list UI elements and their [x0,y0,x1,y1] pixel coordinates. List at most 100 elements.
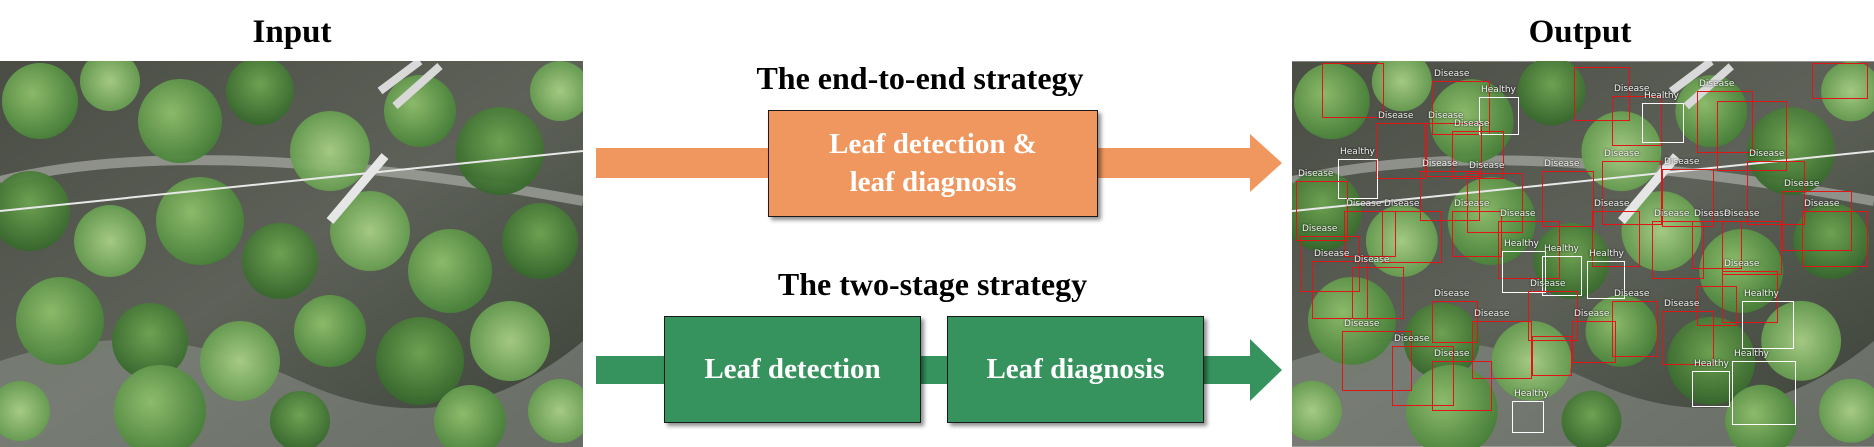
disease-detection-box: Disease [1782,179,1852,251]
detection-label: Disease [1346,199,1382,209]
disease-detection-box: Disease [1662,299,1714,365]
detection-label: Disease [1604,149,1640,159]
disease-detection-box: Disease [1432,349,1492,411]
detection-label: Disease [1384,199,1420,209]
detection-label: Disease [1724,259,1760,269]
two-stage-arrow [596,339,1282,401]
disease-detection-box: Disease [1652,209,1704,279]
detection-label: Disease [1434,69,1470,79]
disease-detection-box: Disease [1722,209,1782,275]
disease-detection-box: Disease [1342,319,1412,391]
disease-detection-box: Disease [1612,84,1662,146]
detection-label: Disease [1594,199,1630,209]
detection-label: Disease [1428,111,1464,121]
detection-label: Disease [1434,349,1470,359]
disease-detection-box: Disease [1392,334,1454,406]
detection-label: Disease [1699,79,1735,89]
disease-detection-box: Disease [1300,224,1360,292]
healthy-detection-box: Healthy [1587,249,1625,299]
healthy-detection-box: Healthy [1502,239,1546,293]
disease-detection-box: Disease [1376,111,1426,179]
box-line-2: leaf diagnosis [849,165,1017,198]
disease-detection-box [1574,67,1630,121]
detection-label: Disease [1394,334,1430,344]
detection-label: Disease [1544,159,1580,169]
disease-detection-box: Disease [1602,149,1662,225]
detection-label: Disease [1454,199,1490,209]
detection-label: Disease [1664,157,1700,167]
disease-detection-box: Disease [1382,199,1442,263]
detection-label: Disease [1654,209,1690,219]
disease-detection-box [1697,286,1737,326]
box-line-1: Leaf detection & [829,127,1037,160]
disease-detection-box: Disease [1498,209,1560,279]
detection-label: Healthy [1514,389,1549,399]
detection-label: Disease [1378,111,1414,121]
detection-label: Healthy [1734,349,1769,359]
disease-detection-box: Disease [1467,161,1523,233]
disease-detection-box: Disease [1432,289,1478,343]
disease-detection-box: Disease [1692,209,1742,269]
detection-label: Disease [1500,209,1536,219]
detection-label: Disease [1469,161,1505,171]
detection-label: Disease [1298,169,1334,179]
disease-detection-box: Disease [1344,199,1396,257]
disease-detection-box: Disease [1420,159,1480,221]
healthy-detection-box: Healthy [1512,389,1549,433]
detection-label: Disease [1804,199,1840,209]
detection-label: Disease [1354,255,1390,265]
detection-label: Disease [1749,149,1785,159]
detection-label: Disease [1454,119,1490,129]
disease-detection-box: Disease [1747,149,1805,225]
disease-detection-box: Disease [1452,119,1504,179]
leaf-detection-box: Leaf detection [664,316,921,423]
detection-label: Disease [1314,249,1350,259]
disease-detection-box: Disease [1722,259,1778,323]
output-title: Output [1528,14,1632,50]
healthy-detection-box: Healthy [1692,359,1730,407]
detection-label: Disease [1474,309,1510,319]
detection-label: Healthy [1744,289,1779,299]
leaf-diagnosis-box: Leaf diagnosis [947,316,1204,423]
detection-label: Disease [1614,289,1650,299]
two-stage-title: The two-stage strategy [777,266,1088,302]
disease-detection-box: Disease [1472,309,1532,379]
disease-detection-box [1532,336,1572,376]
detection-label: Healthy [1544,244,1579,254]
end-to-end-title: The end-to-end strategy [756,60,1084,96]
disease-detection-box [1322,63,1384,118]
detection-label: Healthy [1481,85,1516,95]
detection-label: Disease [1344,319,1380,329]
detection-label: Disease [1530,279,1566,289]
disease-detection-box: Disease [1697,79,1753,153]
detection-label: Disease [1664,299,1700,309]
disease-detection-box: Disease [1802,199,1868,267]
disease-detection-box: Disease [1426,111,1482,177]
disease-detection-box: Disease [1572,309,1616,363]
input-title: Input [252,14,332,50]
disease-detection-box: Disease [1592,199,1640,267]
leaf-detection-and-diagnosis-box: Leaf detection & leaf diagnosis [768,110,1098,217]
disease-detection-box: Disease [1452,199,1502,257]
detection-label: Healthy [1694,359,1729,369]
healthy-detection-box: Healthy [1732,349,1796,425]
detection-label: Healthy [1644,91,1679,101]
detection-label: Disease [1784,179,1820,189]
detection-label: Disease [1694,209,1730,219]
disease-detection-box: Disease [1352,255,1404,319]
disease-detection-box: Disease [1662,157,1714,227]
disease-detection-box: Disease [1312,249,1368,319]
detection-label: Healthy [1504,239,1539,249]
detection-label: Disease [1724,209,1760,219]
detection-label: Healthy [1340,147,1375,157]
healthy-detection-box: Healthy [1479,85,1519,135]
detection-label: Disease [1302,224,1338,234]
healthy-detection-box: Healthy [1642,91,1684,143]
detection-label: Disease [1574,309,1610,319]
detection-label: Healthy [1589,249,1624,259]
detection-label: Disease [1614,84,1650,94]
healthy-detection-box: Healthy [1542,244,1582,296]
healthy-detection-box: Healthy [1338,147,1378,199]
disease-detection-box: Disease [1528,279,1578,341]
